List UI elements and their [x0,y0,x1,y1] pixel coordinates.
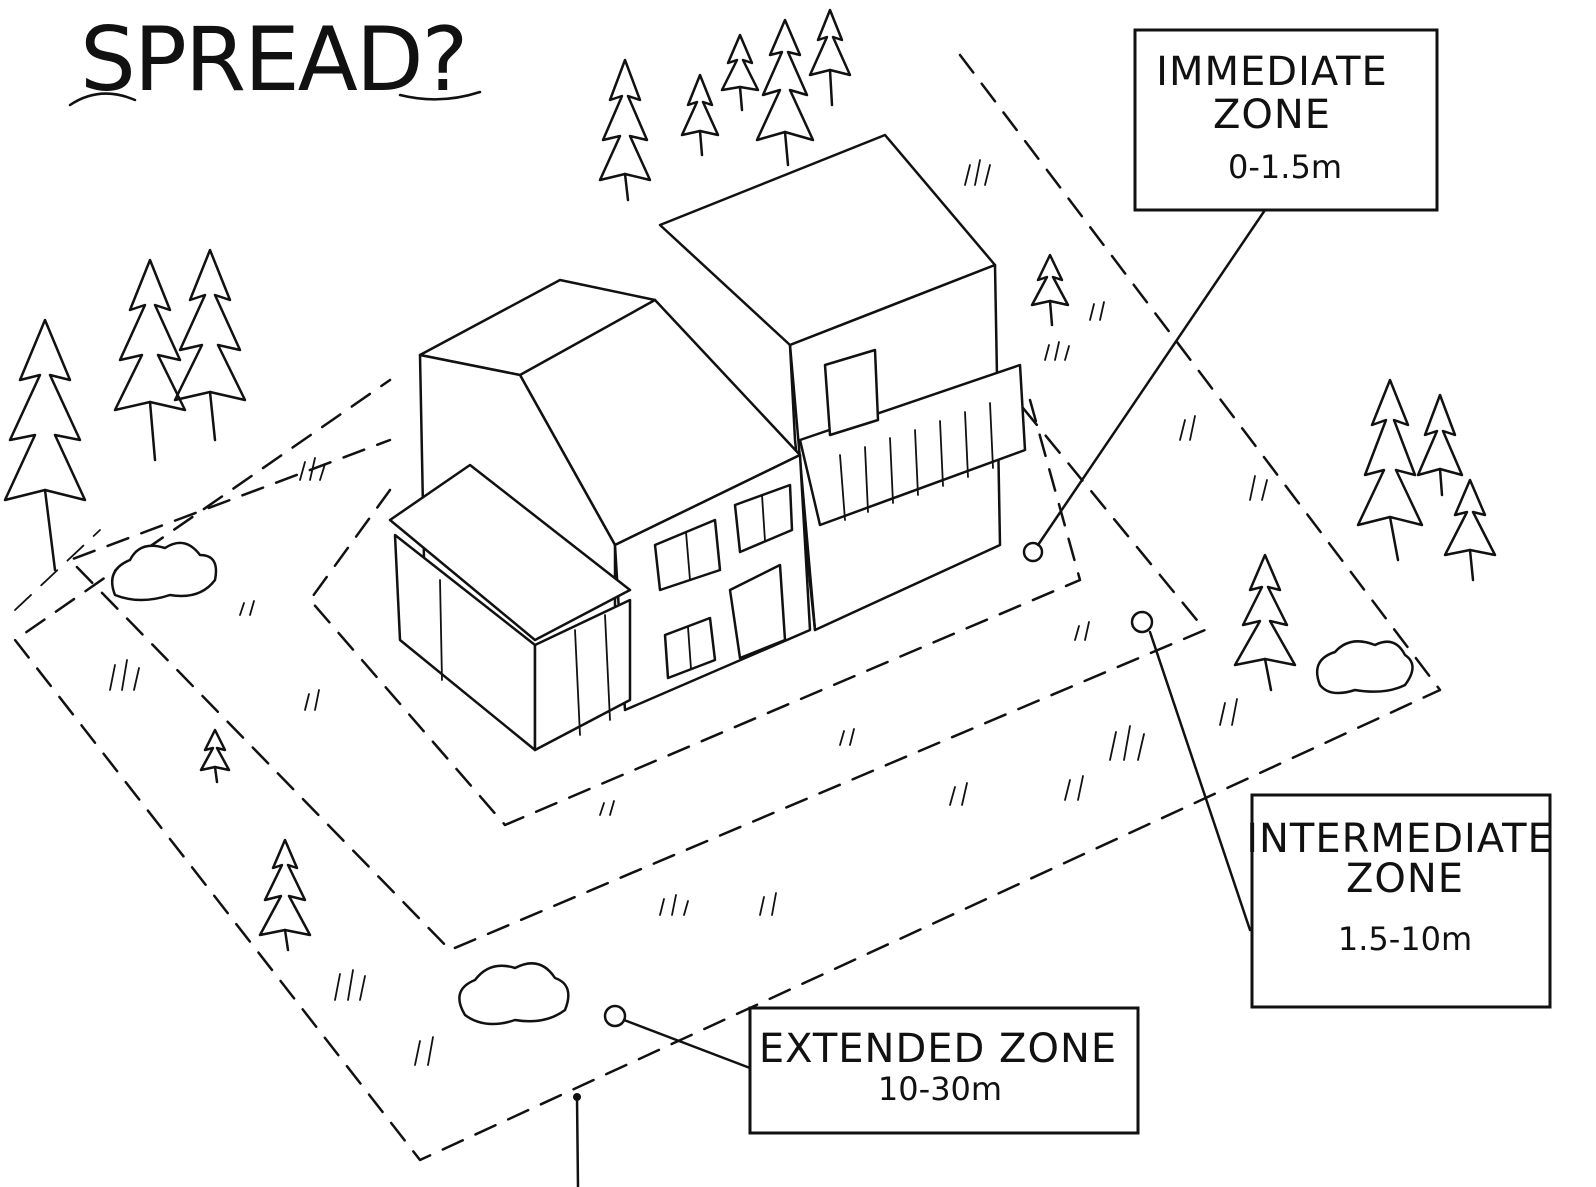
extended-zone-range: 10-30m [878,1070,1002,1108]
grass-tuft-icon [335,970,365,1000]
intermediate-zone-title-line2: ZONE [1346,856,1464,902]
pine-tree-icon [1418,395,1462,495]
pine-tree-icon [1445,480,1495,580]
pine-tree-icon [5,320,85,570]
shrub-icon [112,543,216,600]
pine-tree-icon [1235,555,1295,690]
grass-tuft-icon [1220,699,1237,725]
grass-tuft-icon [300,458,325,480]
intermediate-zone-range: 1.5-10m [1338,920,1472,958]
grass-tuft-icon [1075,622,1089,640]
pine-tree-icon [722,35,758,110]
pine-tree-icon [175,250,245,440]
shrub-icon [459,963,568,1024]
extended-zone-title: EXTENDED ZONE [759,1026,1117,1072]
grass-tuft-icon [1110,726,1144,760]
grass-tuft-icon [305,690,319,710]
pine-tree-icon [115,260,185,460]
title-group: SPREAD? [70,8,480,111]
grass-tuft-icon [415,1037,433,1065]
pine-tree-icon [1032,255,1068,325]
grass-tuft-icon [950,783,967,805]
immediate-zone-title-line2: ZONE [1213,92,1331,138]
pine-tree-icon [600,60,650,200]
immediate-zone-range: 0-1.5m [1228,148,1342,186]
grass-tuft-icon [1065,776,1083,800]
extended-zone-leader-line [624,1020,750,1068]
page-title: SPREAD? [80,8,466,111]
immediate-zone-marker [1024,543,1042,561]
grass-tuft-icon [1045,342,1069,360]
grass-tuft-icon [110,660,139,690]
grass-tuft-icon [965,160,990,185]
grass-tuft-icon [840,729,854,745]
house-sketch-icon [390,135,1025,750]
intermediate-zone-callout: INTERMEDIATE ZONE 1.5-10m [1246,795,1554,1007]
pine-tree-icon [201,730,229,782]
grass-tuft-icon [760,893,776,915]
pine-tree-icon [682,75,718,155]
bottom-leader-line [577,1097,578,1187]
grass-tuft-icon [1090,302,1104,320]
intermediate-zone-marker [1132,612,1152,632]
immediate-zone-callout: IMMEDIATE ZONE 0-1.5m [1135,30,1437,210]
immediate-zone-leader-line [1038,210,1265,545]
pine-tree-icon [757,20,813,165]
immediate-zone-title-line1: IMMEDIATE [1156,49,1388,95]
extended-zone-marker [605,1006,625,1026]
grass-tuft-icon [600,801,614,815]
grass-tuft-icon [660,895,688,915]
extended-zone-callout: EXTENDED ZONE 10-30m [750,1008,1138,1133]
intermediate-zone-leader-line [1150,632,1250,930]
shrub-icon [1317,641,1412,693]
boundary-hatch-left [15,530,100,610]
grass-tuft-icon [240,601,254,615]
pine-tree-icon [810,10,850,105]
grass-tuft-icon [1250,476,1267,500]
grass-tuft-icon [1180,416,1195,440]
pine-tree-icon [260,840,310,950]
pine-tree-icon [1358,380,1422,560]
